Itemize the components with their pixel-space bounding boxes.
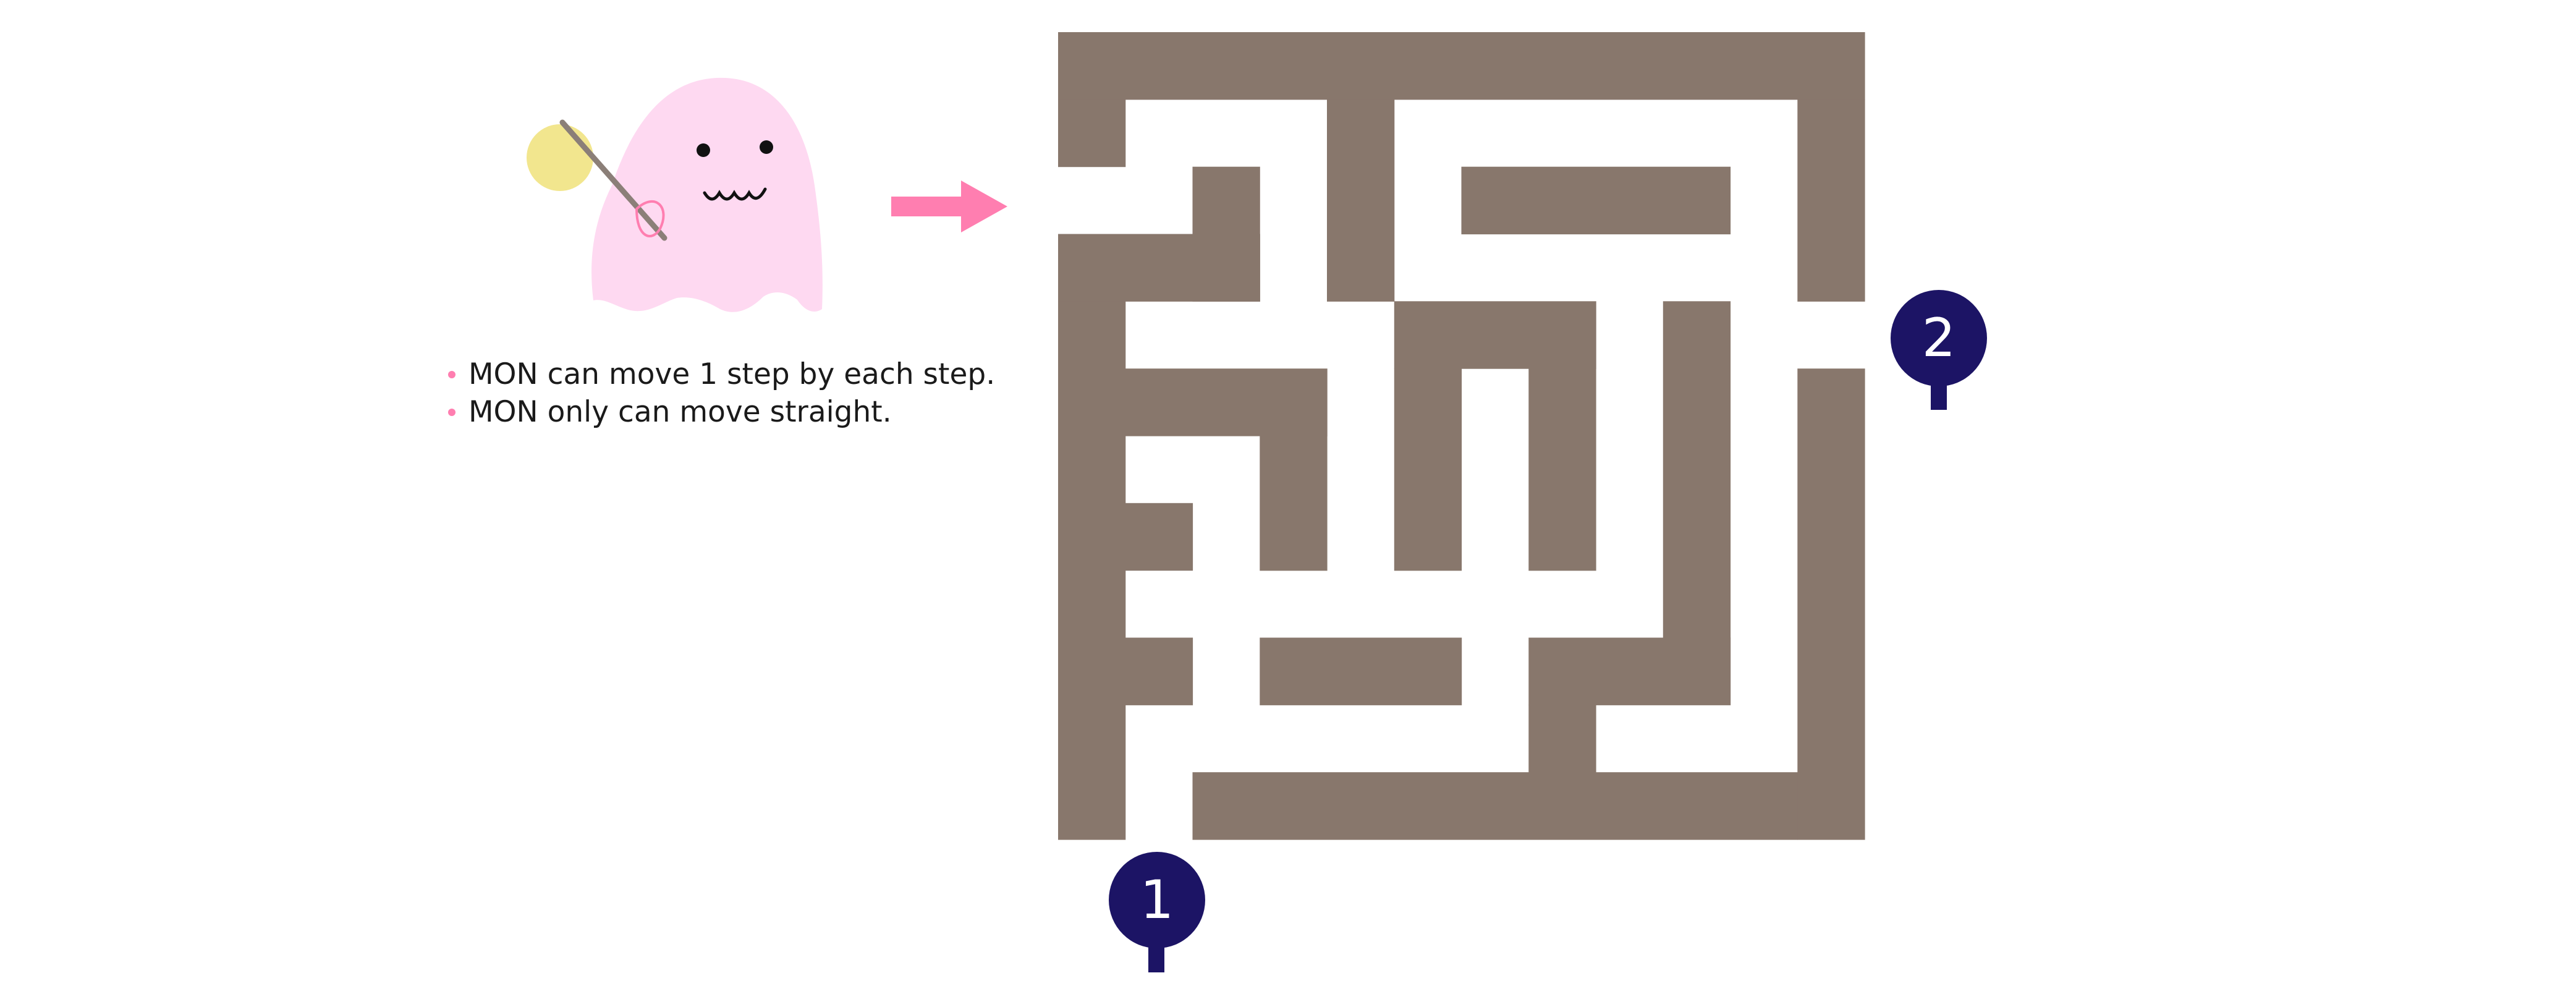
maze-walls [1058,32,1865,840]
marker-2-label: 2 [1922,307,1956,369]
maze-wall [1125,368,1328,436]
right-arrow-icon [891,181,1007,232]
maze-wall [1058,99,1126,168]
maze-wall [1260,637,1462,705]
maze-wall [1663,301,1731,639]
ghost-eye-left [697,143,710,157]
maze-wall [1394,368,1462,571]
ghost-eye-right [760,140,773,154]
maze-wall [1528,637,1731,705]
maze-wall [1797,99,1865,302]
maze-wall [1058,32,1865,100]
marker-2-pin: 2 [1891,290,1987,410]
bullet-icon [448,409,455,416]
rule-text: MON only can move straight. [468,395,892,429]
maze-wall [1528,705,1596,773]
rule-item: MON can move 1 step by each step. [445,355,1063,393]
marker-1-label: 1 [1140,869,1174,931]
maze-wall [1125,637,1193,705]
maze-wall [1461,166,1731,235]
rules-list: MON can move 1 step by each step. MON on… [445,355,1063,431]
maze-wall [1125,503,1193,571]
bullet-icon [448,371,455,378]
maze-wall [1394,301,1596,369]
rule-text: MON can move 1 step by each step. [468,357,996,391]
maze-wall [1192,772,1798,840]
maze-wall [1528,368,1596,571]
ghost-mouth [703,187,767,201]
maze-wall [1058,234,1260,302]
ghost-hand [635,200,665,237]
wand-ball [527,124,593,191]
rule-item: MON only can move straight. [445,393,1063,431]
marker-1-pin: 1 [1109,852,1205,972]
maze-wall [1260,436,1328,571]
pink-ghost-with-wand-icon [527,77,823,312]
maze-wall [1797,368,1865,840]
maze-wall [1327,99,1395,302]
wand [559,119,667,241]
maze-wall [1058,301,1126,840]
